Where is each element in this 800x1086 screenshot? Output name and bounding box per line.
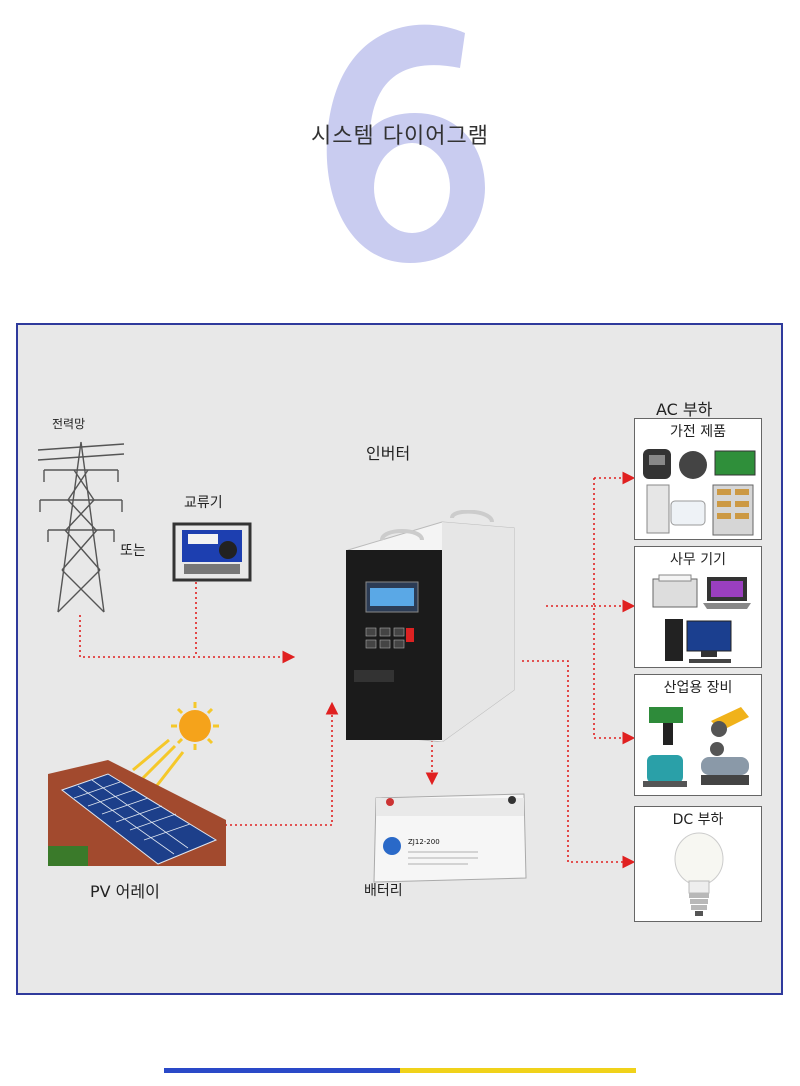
- dc-load-box: DC 부하: [634, 806, 762, 922]
- household-appliances-icon: [643, 449, 756, 536]
- ac-group-title: 사무 기기: [670, 552, 726, 568]
- grid-label: 전력망: [52, 417, 86, 431]
- battery-icon: ZJ12-200: [373, 793, 527, 883]
- inverter-unit-icon: [346, 510, 515, 742]
- decorative-six-glyph: [326, 24, 485, 264]
- or-label: 또는: [120, 543, 146, 559]
- light-bulb-icon: [674, 832, 724, 916]
- battery-label: 배터리: [364, 883, 403, 899]
- pv-array-label: PV 어레이: [90, 882, 160, 901]
- page-title: 시스템 다이어그램: [311, 124, 489, 149]
- office-equipment-icon: [652, 574, 751, 663]
- ac-load-label: AC 부하: [656, 400, 713, 419]
- bottom-bar-blue: [164, 1068, 400, 1073]
- transmission-tower-icon: [38, 441, 124, 613]
- inverter-label: 인버터: [366, 444, 411, 463]
- ac-group-title: 산업용 장비: [663, 680, 733, 696]
- solar-panel-array-icon: [48, 760, 226, 866]
- generator-icon: [172, 522, 252, 582]
- generator-label: 교류기: [184, 495, 223, 511]
- ac-group-title: 가전 제품: [670, 424, 726, 440]
- battery-model-text: ZJ12-200: [408, 838, 440, 846]
- bottom-bar-yellow: [400, 1068, 636, 1073]
- dc-load-label: DC 부하: [672, 812, 724, 828]
- ac-group-appliances: 가전 제품: [634, 418, 762, 540]
- ac-group-industrial: 산업용 장비: [634, 674, 762, 796]
- ac-group-office: 사무 기기: [634, 546, 762, 668]
- industrial-equipment-icon: [643, 707, 749, 787]
- sun-icon: [132, 702, 219, 789]
